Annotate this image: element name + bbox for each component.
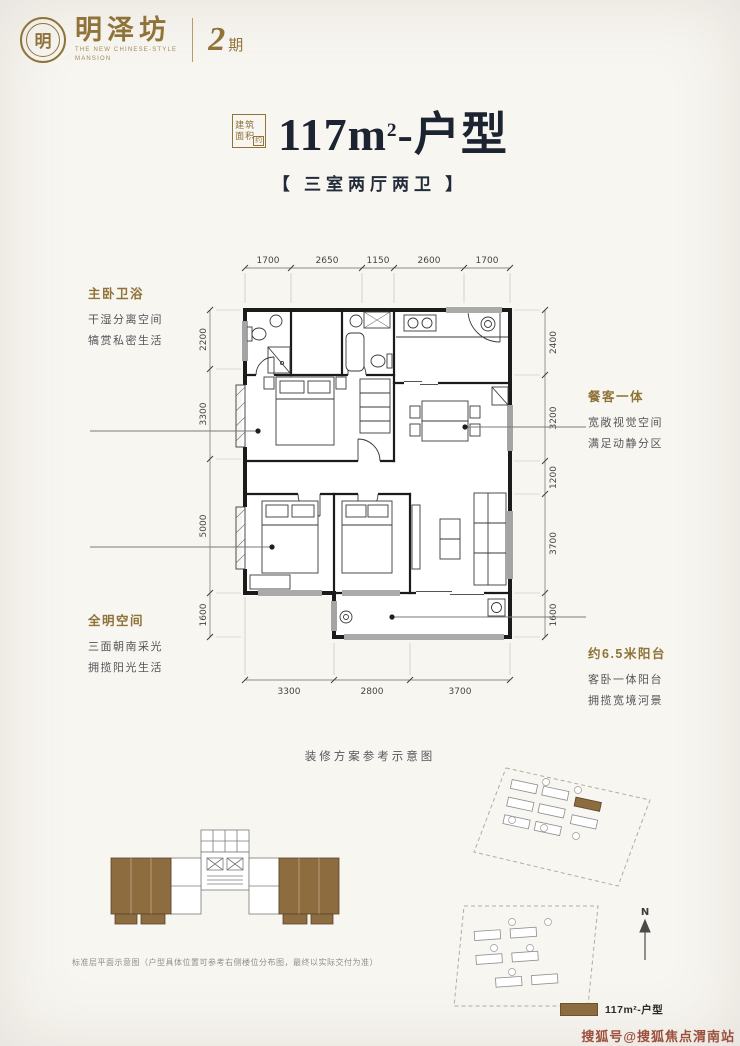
floorplan-drawing: 1700 2650 1150 2600 1700 2200 3300 5000 … <box>90 256 586 697</box>
floorplate-highlight-units <box>110 857 340 925</box>
area-badge-approx: 约 <box>253 135 265 146</box>
dim-bottom-2: 3700 <box>449 687 472 697</box>
north-label: N <box>641 907 649 918</box>
brand-seal-glyph: 明 <box>26 22 60 57</box>
brand-name-block: 明泽坊 THE NEW CHINESE-STYLE MANSION <box>75 15 178 64</box>
brand-tagline-line1: THE NEW CHINESE-STYLE <box>75 46 178 53</box>
dim-right-4: 1600 <box>549 603 559 626</box>
dim-right-0: 2400 <box>549 331 559 354</box>
legend-label: 117m²-户型 <box>605 1004 664 1016</box>
dining-furniture <box>409 400 481 442</box>
phase-unit: 期 <box>228 36 244 54</box>
dim-right-3: 3700 <box>549 532 559 555</box>
bedroom2-furniture <box>249 500 319 590</box>
annotation-title: 主卧卫浴 <box>88 287 145 301</box>
floorplate-caption: 标准层平面示意图（户型具体位置可参考右侧楼位分布图，最终以实际交付为准） <box>72 958 378 967</box>
windows <box>241 306 514 641</box>
bay-windows <box>235 311 391 570</box>
leader-lines <box>90 424 586 620</box>
title-row: 建筑面积 约 117m2-户型 <box>0 98 740 164</box>
brand-divider <box>192 17 194 62</box>
dim-top-2: 1150 <box>367 256 390 266</box>
legend-color-swatch <box>560 1003 598 1016</box>
annotation-line: 客卧一体阳台 <box>588 674 663 686</box>
annotation-line: 拥揽宽境河景 <box>588 694 663 707</box>
siteplan-diagram: N <box>448 760 663 1022</box>
dim-top-0: 1700 <box>257 256 280 266</box>
dim-left-1: 3300 <box>199 402 209 425</box>
brand-header: 明 明泽坊 THE NEW CHINESE-STYLE MANSION 2 期 <box>20 15 243 64</box>
area-badge-text: 建筑面积 <box>235 119 256 141</box>
area-badge: 建筑面积 约 <box>232 114 267 148</box>
title-sup: 2 <box>386 120 398 141</box>
second-bath-fixtures <box>345 314 393 372</box>
floorplate-core <box>170 829 280 915</box>
balcony-background <box>332 591 512 639</box>
annotation-line: 满足动静分区 <box>588 437 663 450</box>
dim-right-1: 3200 <box>549 406 559 429</box>
siteplan-drawing: N <box>453 767 651 1007</box>
floorplan-area: 1700 2650 1150 2600 1700 2200 3300 5000 … <box>60 235 680 740</box>
site-buildings-upper <box>502 779 602 837</box>
dim-bottom-0: 3300 <box>278 687 301 697</box>
dimension-bottom: 3300 2800 3700 <box>241 597 514 697</box>
siteplan-legend: 117m²-户型 <box>560 1002 663 1017</box>
annotation-line: 拥揽阳光生活 <box>88 661 163 674</box>
watermark: 搜狐号@搜狐焦点渭南站 <box>581 1029 735 1044</box>
dim-top-4: 1700 <box>476 256 499 266</box>
annotation-title: 约6.5米阳台 <box>588 647 666 661</box>
dim-bottom-1: 2800 <box>361 687 384 697</box>
title-number: 117m <box>278 109 387 160</box>
floorplate-drawing <box>110 829 340 925</box>
living-room-furniture <box>411 492 507 586</box>
bedroom3-furniture <box>341 500 393 574</box>
brand-tagline-line2: MANSION <box>75 55 112 62</box>
balcony-items <box>339 598 506 624</box>
annotation-line: 犒赏私密生活 <box>88 334 163 347</box>
dim-top-1: 2650 <box>316 256 339 266</box>
north-arrow: N <box>639 907 651 960</box>
brand-seal-icon: 明 <box>20 16 66 63</box>
outer-walls <box>243 308 512 639</box>
annotation-dining-living: 餐客一体 宽敞视觉空间 满足动静分区 <box>588 386 720 455</box>
annotation-title: 全明空间 <box>88 614 145 628</box>
title-suffix: -户型 <box>397 109 508 160</box>
plan-caption: 装修方案参考示意图 <box>304 751 436 763</box>
dim-right-2: 1200 <box>549 466 559 489</box>
master-bath-fixtures <box>246 314 291 374</box>
layout-subtitle: 【 三室两厅两卫 】 <box>272 175 468 194</box>
site-buildings-lower <box>473 926 559 988</box>
annotation-line: 宽敞视觉空间 <box>588 417 663 429</box>
dimension-left: 2200 3300 5000 1600 <box>199 306 241 641</box>
brand-name: 明泽坊 <box>75 15 171 45</box>
page-title: 117m2-户型 <box>278 98 508 164</box>
dimension-right: 2400 3200 1200 3700 1600 <box>514 306 559 641</box>
dim-left-3: 1600 <box>199 603 209 626</box>
site-boundary-upper <box>473 767 651 887</box>
site-highlighted-building <box>573 796 602 812</box>
dim-top-3: 2600 <box>418 256 441 266</box>
site-building-badges <box>490 778 582 976</box>
kitchen-fixtures <box>396 314 509 406</box>
annotation-balcony: 约6.5米阳台 客卧一体阳台 拥揽宽境河景 <box>588 643 720 712</box>
annotation-bright-space: 全明空间 三面朝南采光 拥揽阳光生活 <box>88 610 220 679</box>
brand-phase: 2 期 <box>208 21 243 59</box>
annotation-title: 餐客一体 <box>588 390 645 404</box>
dim-left-0: 2200 <box>199 328 209 351</box>
annotation-line: 干湿分离空间 <box>88 314 163 326</box>
dimension-top: 1700 2650 1150 2600 1700 <box>241 256 514 303</box>
floorplate-diagram <box>105 824 345 954</box>
dim-left-2: 5000 <box>199 514 209 537</box>
annotation-line: 三面朝南采光 <box>88 641 163 653</box>
annotation-master-bath: 主卧卫浴 干湿分离空间 犒赏私密生活 <box>88 283 220 352</box>
phase-number: 2 <box>208 20 226 58</box>
master-bedroom-furniture <box>263 376 391 446</box>
